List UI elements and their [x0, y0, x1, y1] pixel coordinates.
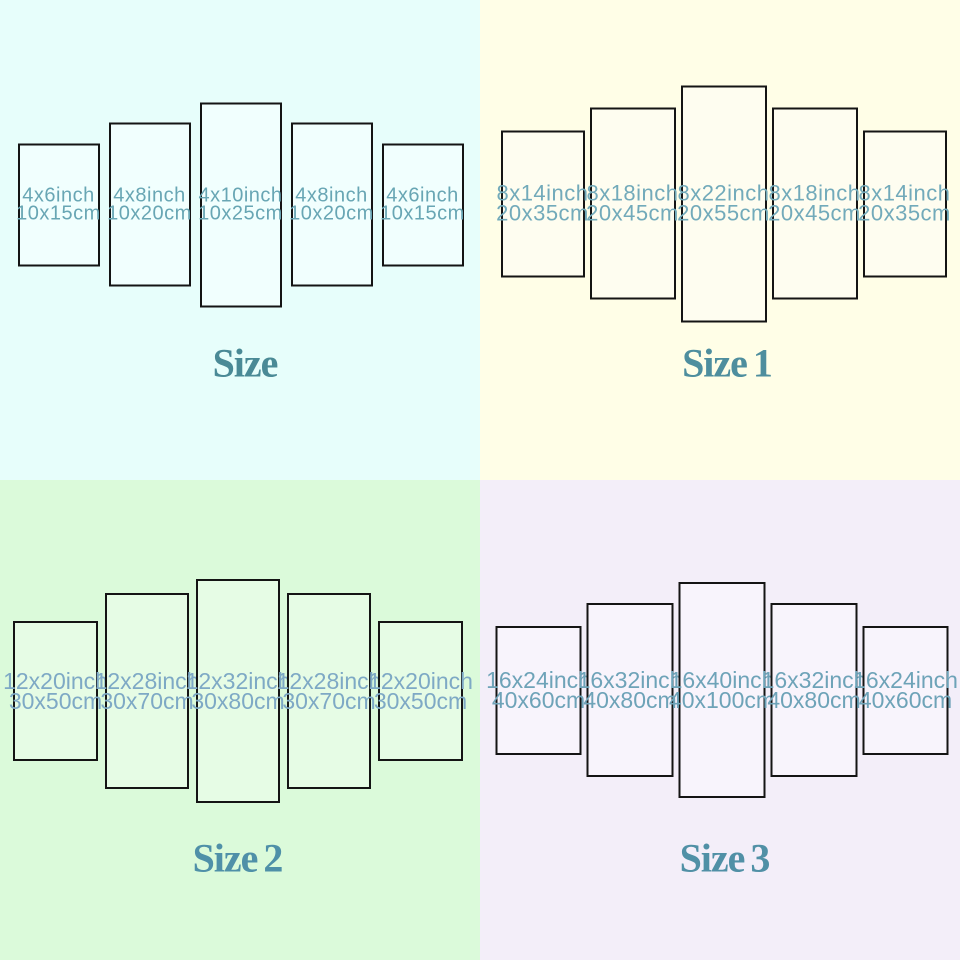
size-centimeters: 10x25cm: [198, 202, 283, 225]
size-centimeters: 40x100cm: [668, 687, 776, 713]
size-centimeters: 40x60cm: [491, 687, 586, 713]
size-centimeters: 30x70cm: [100, 687, 194, 714]
size-centimeters: 10x20cm: [107, 202, 192, 225]
size-inches: 12x32inch: [185, 667, 291, 694]
size-inches: 4x8inch: [113, 184, 186, 207]
size-centimeters: 20x55cm: [677, 200, 770, 226]
size-inches: 4x8inch: [295, 184, 368, 207]
size-inches: 8x18inch: [768, 180, 861, 206]
size-inches: 8x22inch: [677, 180, 770, 206]
size-centimeters: 40x80cm: [767, 687, 861, 713]
size-centimeters: 40x80cm: [583, 687, 677, 713]
size-centimeters: 20x45cm: [768, 200, 861, 226]
size-centimeters: 20x35cm: [496, 200, 589, 226]
size-inches: 16x24inch: [853, 667, 958, 693]
size-centimeters: 30x70cm: [282, 687, 376, 714]
size-inches: 16x32inch: [761, 667, 867, 693]
size-inches: 12x20inch: [3, 667, 108, 694]
size-centimeters: 30x50cm: [8, 687, 103, 714]
size-centimeters: 20x35cm: [858, 200, 951, 226]
size-centimeters: 10x15cm: [16, 202, 101, 225]
size-centimeters: 10x20cm: [289, 202, 374, 225]
size-inches: 12x20inch: [368, 667, 473, 694]
size-centimeters: 30x50cm: [373, 687, 468, 714]
size-centimeters: 20x45cm: [586, 200, 679, 226]
size-inches: 16x40inch: [669, 667, 775, 693]
size-chart-title: Size 1: [682, 340, 773, 386]
size-inches: 12x28inch: [276, 667, 382, 694]
size-inches: 16x24inch: [486, 667, 591, 693]
size-centimeters: 40x60cm: [858, 687, 953, 713]
size-inches: 4x10inch: [198, 184, 283, 207]
size-centimeters: 10x15cm: [380, 202, 465, 225]
size-inches: 8x14inch: [496, 180, 589, 206]
size-chart-title: Size 2: [192, 835, 284, 881]
size-inches: 8x14inch: [858, 180, 951, 206]
size-inches: 4x6inch: [22, 184, 95, 207]
size-inches: 12x28inch: [94, 667, 200, 694]
size-chart-title: Size 3: [679, 835, 771, 880]
size-inches: 4x6inch: [386, 184, 459, 207]
size-centimeters: 30x80cm: [191, 687, 285, 714]
size-inches: 16x32inch: [577, 667, 683, 693]
size-chart-title: Size: [212, 340, 279, 386]
size-inches: 8x18inch: [586, 180, 679, 206]
